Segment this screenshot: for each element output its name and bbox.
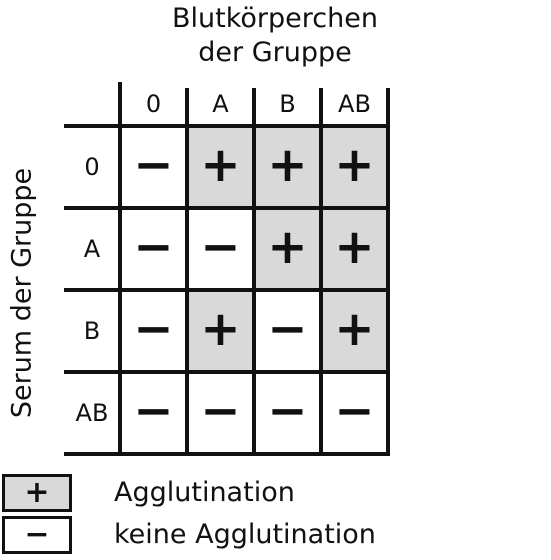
blood-cells-title-line1: Blutkörperchen: [172, 3, 378, 34]
agglutination-cell: +: [187, 126, 254, 208]
no-agglutination-cell: −: [334, 383, 375, 439]
no-agglutination-cell: −: [133, 383, 174, 439]
agglutination-cell: +: [321, 126, 388, 208]
table-grid-line: [64, 452, 388, 456]
row-header-ab: AB: [75, 399, 109, 427]
legend-agglutination-label: Agglutination: [114, 477, 295, 508]
table-grid-line: [64, 206, 388, 210]
blood-cells-axis-title: Blutkörperchen der Gruppe: [110, 2, 440, 70]
blood-cells-title-line2: der Gruppe: [198, 37, 352, 68]
agglutination-cell: +: [187, 290, 254, 372]
agglutination-cell: +: [254, 208, 321, 290]
no-agglutination-cell: −: [267, 383, 308, 439]
table-grid-line: [185, 88, 189, 456]
table-grid-line: [118, 82, 122, 456]
no-agglutination-cell: −: [133, 137, 174, 193]
no-agglutination-cell: −: [133, 301, 174, 357]
agglutination-cell: +: [254, 126, 321, 208]
table-grid-line: [319, 88, 323, 456]
column-header-0: 0: [145, 90, 162, 118]
serum-title-text: Serum der Gruppe: [6, 167, 38, 418]
row-header-b: B: [83, 317, 101, 345]
agglutination-cell: +: [321, 290, 388, 372]
legend-agglutination-swatch: +: [2, 474, 72, 512]
table-grid-line: [252, 88, 256, 456]
table-grid-line: [64, 288, 388, 292]
no-agglutination-cell: −: [133, 219, 174, 275]
legend-no-agglutination-label: keine Agglutination: [114, 519, 376, 550]
no-agglutination-cell: −: [200, 219, 241, 275]
table-grid-line: [64, 370, 388, 374]
column-header-ab: AB: [338, 90, 371, 118]
legend-no-agglutination-swatch: −: [2, 516, 72, 554]
no-agglutination-cell: −: [267, 301, 308, 357]
table-grid-line: [386, 88, 390, 456]
row-header-0: 0: [84, 153, 100, 181]
table-grid-line: [64, 124, 388, 128]
serum-axis-title: Serum der Gruppe: [2, 160, 42, 425]
no-agglutination-cell: −: [200, 383, 241, 439]
column-header-a: A: [212, 90, 229, 118]
agglutination-cell: +: [321, 208, 388, 290]
column-header-b: B: [279, 90, 296, 118]
row-header-a: A: [83, 235, 101, 263]
